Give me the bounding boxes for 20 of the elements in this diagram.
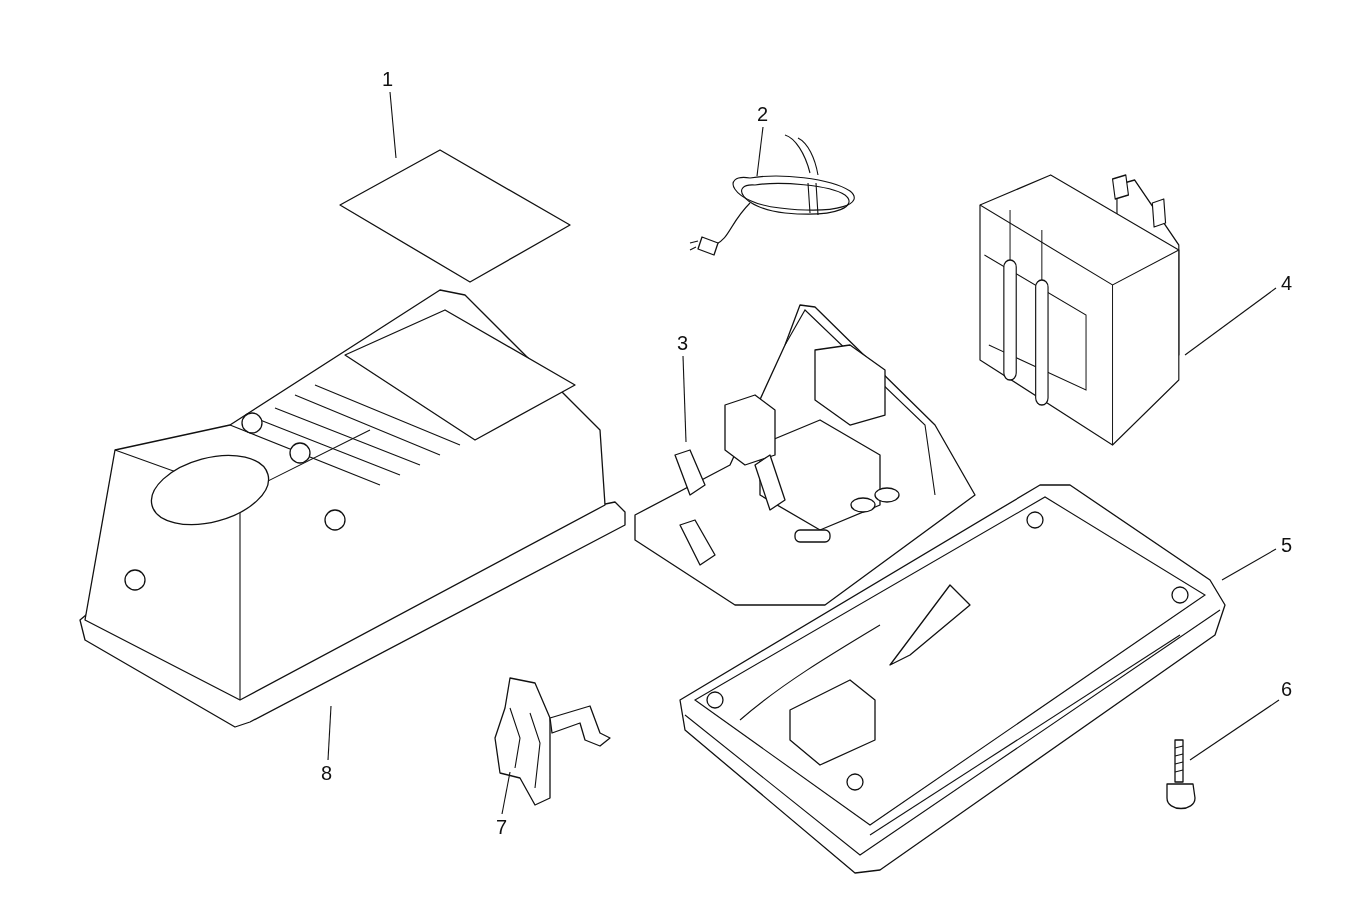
leader-line: [756, 126, 764, 177]
callout-number: 8: [321, 762, 333, 784]
charger-housing-drawing: [80, 290, 627, 727]
leader-line: [1184, 287, 1277, 356]
leader-line: [1221, 548, 1277, 581]
label-sheet-drawing: [340, 150, 570, 282]
callout-number: 7: [496, 816, 508, 838]
leader-line: [389, 91, 397, 159]
base-housing-drawing: [680, 485, 1227, 873]
callout-number: 2: [757, 103, 769, 125]
callout-number: 4: [1281, 272, 1293, 294]
leader-line: [327, 705, 332, 761]
callout-number: 1: [382, 68, 394, 90]
callout-number: 5: [1281, 534, 1293, 556]
circuit-board-drawing: [635, 305, 977, 605]
leader-line: [501, 771, 511, 815]
leader-line: [1189, 699, 1280, 761]
callout-number: 6: [1281, 678, 1293, 700]
callout-number: 3: [677, 332, 689, 354]
leader-line: [682, 355, 687, 443]
